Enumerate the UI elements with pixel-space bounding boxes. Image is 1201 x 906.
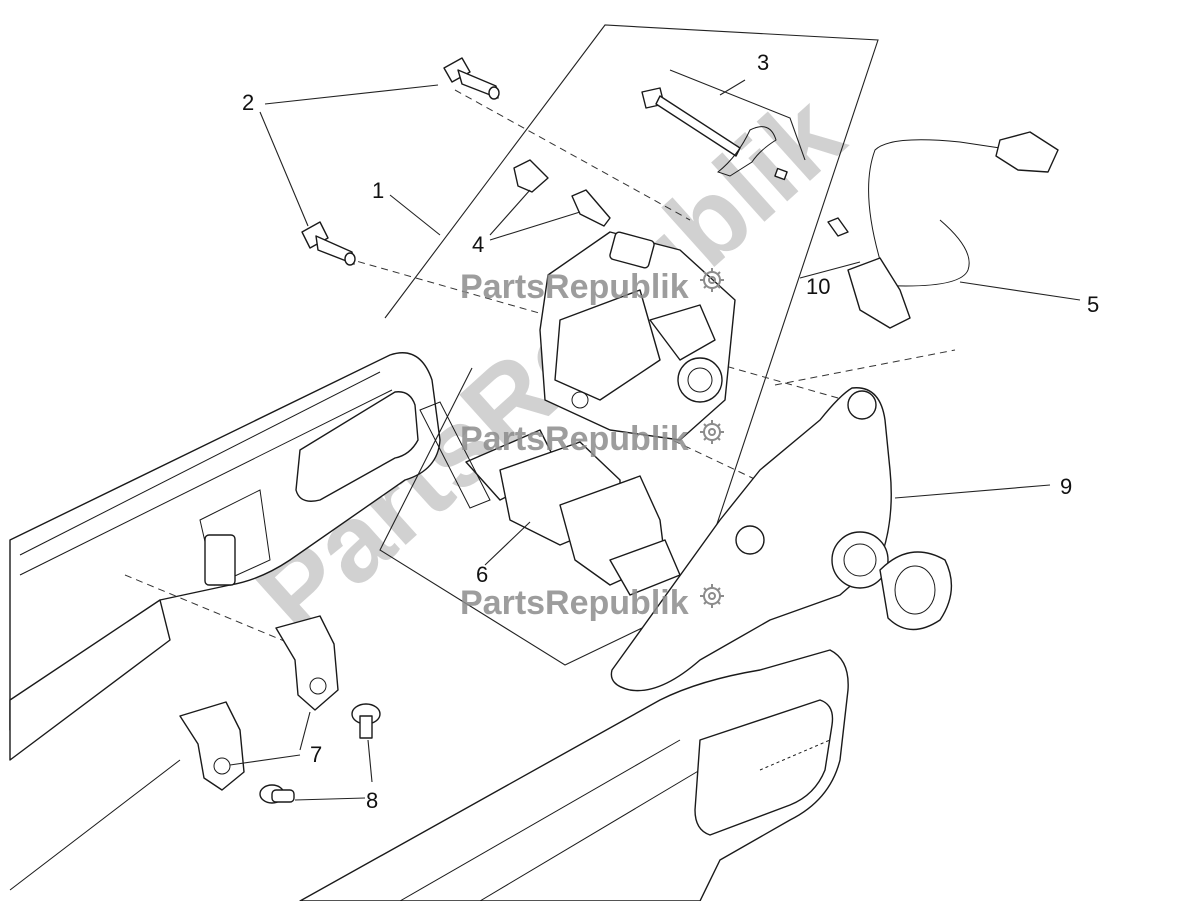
gear-icon	[700, 420, 724, 444]
brake-pads	[419, 401, 681, 596]
brake-caliper	[539, 231, 736, 441]
screw-upper	[351, 703, 381, 739]
clamp-upper	[275, 615, 339, 711]
watermark-labels: PartsRepublik PartsRepublik PartsRepubli…	[460, 268, 724, 622]
part-label-10: 10	[806, 274, 830, 299]
caliper-bracket	[610, 387, 953, 692]
part-label-7: 7	[310, 742, 322, 767]
watermark-text-2: PartsRepublik	[460, 420, 689, 458]
leader-lines	[229, 79, 1081, 801]
part-label-8: 8	[366, 788, 378, 813]
part-labels: 1 2 3 4 5 6 7 8 9 10	[242, 50, 1099, 813]
pin-kit	[641, 87, 788, 181]
gear-icon	[700, 268, 724, 292]
part-label-4: 4	[472, 232, 484, 257]
part-label-6: 6	[476, 562, 488, 587]
part-label-9: 9	[1060, 474, 1072, 499]
watermark-text-1: PartsRepublik	[460, 268, 689, 306]
screw-lower	[259, 784, 295, 804]
part-label-1: 1	[372, 178, 384, 203]
bolt-lower	[301, 221, 356, 266]
bolt-upper	[443, 57, 500, 100]
gear-icon	[700, 584, 724, 608]
swingarm	[9, 352, 849, 902]
part-label-2: 2	[242, 90, 254, 115]
clamp-lower	[179, 701, 245, 791]
speed-sensor	[827, 131, 1059, 329]
part-label-5: 5	[1087, 292, 1099, 317]
part-label-3: 3	[757, 50, 769, 75]
bleeder-valve	[513, 159, 611, 227]
watermark-text-3: PartsRepublik	[460, 584, 689, 622]
